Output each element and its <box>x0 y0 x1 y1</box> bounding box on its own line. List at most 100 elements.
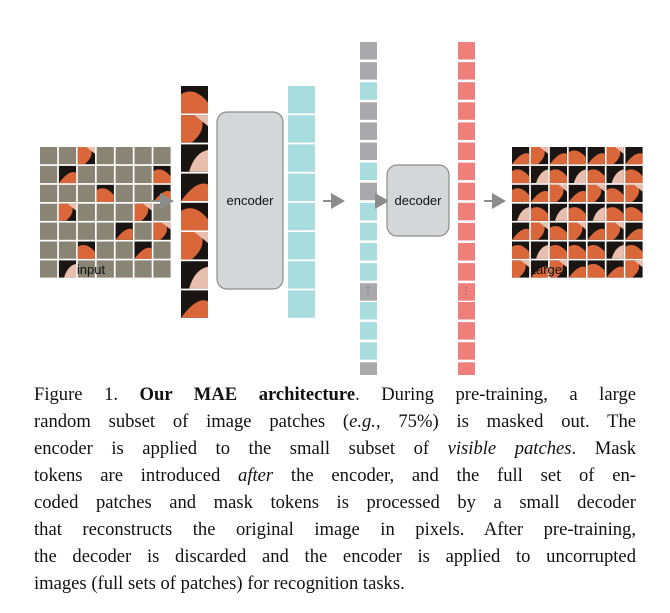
input-visible-patch <box>77 241 95 259</box>
target-label: target <box>532 262 566 277</box>
figure-caption: Figure 1. Our MAE architecture. During p… <box>34 381 636 597</box>
caption-text: after <box>238 465 274 486</box>
input-masked-patch <box>153 241 171 259</box>
caption-line: encoder is applied to the small subset o… <box>34 435 636 462</box>
output-token <box>458 322 475 340</box>
caption-text: encoder is applied to the small subset o… <box>34 438 448 459</box>
output-token <box>458 162 475 181</box>
target-patch <box>606 222 624 240</box>
caption-text: that reconstructs the original image in … <box>34 519 636 540</box>
sequence-encoded-token <box>360 342 377 360</box>
target-patch <box>530 260 549 278</box>
sequence-encoded-token <box>360 202 377 221</box>
target-patch <box>568 184 586 202</box>
input-label: input <box>77 262 106 277</box>
target-patch <box>587 222 605 240</box>
target-patch <box>530 203 549 221</box>
visible-patch <box>181 290 208 318</box>
caption-text: . During pre-training, a large <box>355 384 636 405</box>
input-masked-patch <box>96 222 114 240</box>
input-visible-patch <box>153 165 171 184</box>
input-masked-patch <box>58 222 77 240</box>
target-patch <box>625 184 643 202</box>
input-masked-patch <box>40 241 58 259</box>
input-masked-patch <box>96 241 114 259</box>
target-patch <box>606 184 624 202</box>
visible-patch <box>181 202 208 231</box>
target-patch <box>512 203 530 221</box>
output-token <box>458 222 475 241</box>
target-patch <box>587 184 605 202</box>
input-visible-patch <box>134 203 152 221</box>
encoder-label: encoder <box>227 193 275 208</box>
caption-line: random subset of image patches (e.g., 75… <box>34 408 636 435</box>
input-masked-patch <box>96 203 114 221</box>
sequence-mask-token <box>360 62 377 80</box>
target-patch <box>568 222 586 240</box>
input-masked-patch <box>40 203 58 221</box>
target-patch <box>512 165 530 184</box>
target-patch <box>530 147 549 165</box>
sequence-encoded-token <box>360 302 377 320</box>
visible-patch <box>181 144 208 172</box>
sequence-encoded-token <box>360 222 377 241</box>
decoder-block <box>386 164 450 237</box>
visible-patch <box>181 173 208 201</box>
input-masked-patch <box>96 147 114 165</box>
target-patch <box>512 147 530 165</box>
input-visible-patch <box>58 260 77 278</box>
target-patch <box>568 203 586 221</box>
output-ellipsis: ⋮ <box>461 286 471 297</box>
target-patch <box>606 260 624 278</box>
target-patch <box>549 222 567 240</box>
token-sequence-column <box>360 42 377 375</box>
target-patch <box>606 165 624 184</box>
caption-line: that reconstructs the original image in … <box>34 516 636 543</box>
input-visible-patch <box>153 184 171 202</box>
caption-text: images (full sets of patches) for recogn… <box>34 573 405 594</box>
target-patch <box>512 184 530 202</box>
encoder-block <box>216 111 284 290</box>
input-masked-patch <box>40 222 58 240</box>
input-visible-patch <box>134 241 152 259</box>
visible-patch <box>181 86 208 114</box>
output-token <box>458 263 475 281</box>
output-tokens-column <box>458 42 475 375</box>
target-patch <box>530 184 549 202</box>
caption-line: tokens are introduced after the encoder,… <box>34 462 636 489</box>
input-masked-patch <box>77 222 95 240</box>
target-patch <box>587 165 605 184</box>
input-masked-patch <box>153 203 171 221</box>
target-patch <box>549 147 567 165</box>
input-masked-patch <box>134 184 152 202</box>
target-patch <box>587 260 605 278</box>
caption-text: , 75%) is masked out. The <box>375 411 636 432</box>
sequence-ellipsis: ⋮ <box>363 286 373 297</box>
target-patch <box>530 241 549 259</box>
output-token <box>458 82 475 100</box>
target-patch <box>587 147 605 165</box>
caption-text: Our MAE architecture <box>139 384 356 405</box>
target-patch <box>625 147 643 165</box>
output-token <box>458 182 475 201</box>
target-patch <box>568 147 586 165</box>
caption-text: coded patches and mask tokens is process… <box>34 492 636 513</box>
input-masked-patch <box>115 203 133 221</box>
sequence-mask-token <box>360 142 377 160</box>
input-masked-patch <box>134 147 152 165</box>
sequence-mask-token <box>360 122 377 140</box>
figure-canvas: input encoder ⋮ decoder ⋮ target <box>40 42 643 375</box>
output-token <box>458 202 475 221</box>
input-masked-patch <box>77 203 95 221</box>
encoded-token <box>288 202 315 231</box>
target-patch <box>625 241 643 259</box>
input-masked-patch <box>40 260 58 278</box>
input-masked-patch <box>58 241 77 259</box>
caption-line: Figure 1. Our MAE architecture. During p… <box>34 381 636 408</box>
input-image-grid <box>40 147 171 278</box>
output-token <box>458 362 475 375</box>
input-visible-patch <box>96 184 114 202</box>
sequence-encoded-token <box>360 243 377 261</box>
caption-line: images (full sets of patches) for recogn… <box>34 570 636 597</box>
caption-text: . Mask <box>571 438 637 459</box>
